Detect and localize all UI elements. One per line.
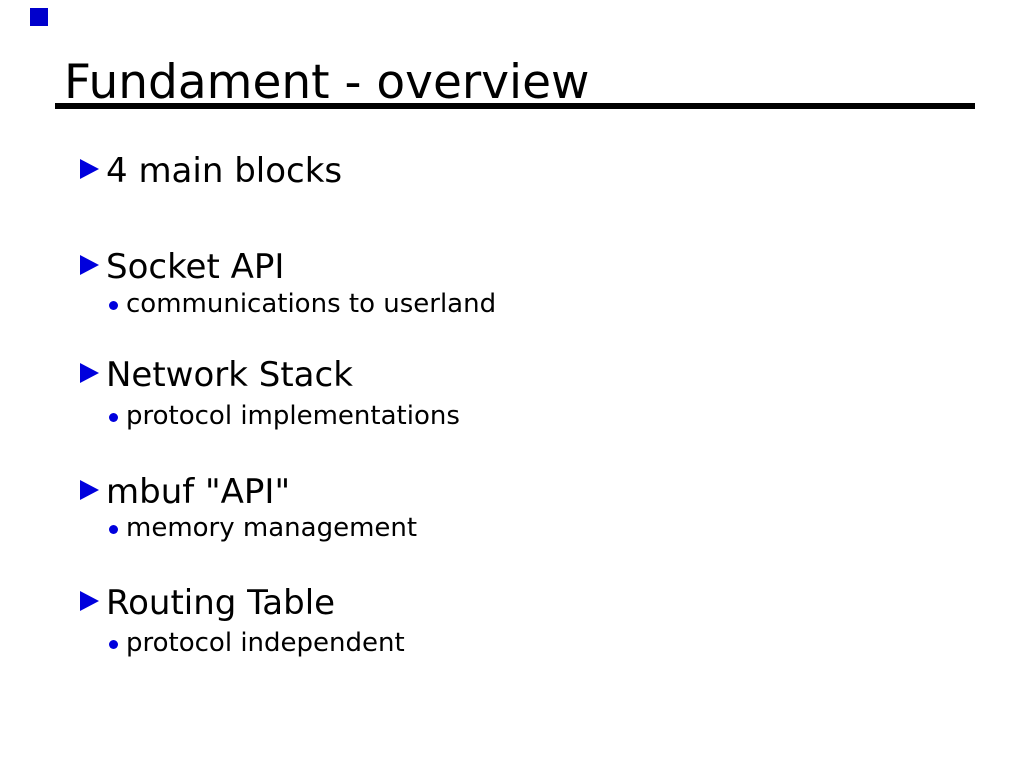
title-underline: [55, 103, 975, 109]
dot-bullet-icon: [109, 413, 118, 422]
bullet-item-label: Routing Table: [106, 583, 336, 623]
bullet-item: mbuf "API": [80, 475, 290, 509]
sub-bullet-item-label: protocol implementations: [126, 401, 460, 431]
triangle-bullet-icon: [80, 255, 99, 275]
triangle-bullet-icon: [80, 159, 99, 179]
dot-bullet-icon: [109, 525, 118, 534]
slide-title: Fundament - overview: [64, 55, 590, 110]
triangle-bullet-icon: [80, 591, 99, 611]
sub-bullet-item-label: communications to userland: [126, 289, 497, 319]
bullet-item: Network Stack: [80, 358, 353, 392]
sub-bullet-item: protocol implementations: [80, 403, 460, 429]
dot-bullet-icon: [109, 640, 118, 649]
page-marker-square: [30, 8, 48, 26]
bullet-item: Routing Table: [80, 586, 335, 620]
triangle-bullet-icon: [80, 363, 99, 383]
sub-bullet-item: communications to userland: [80, 291, 496, 317]
sub-bullet-item: protocol independent: [80, 630, 405, 656]
bullet-item-label: 4 main blocks: [106, 151, 343, 191]
dot-bullet-icon: [109, 301, 118, 310]
sub-bullet-item: memory management: [80, 515, 417, 541]
sub-bullet-item-label: memory management: [126, 513, 418, 543]
sub-bullet-item-label: protocol independent: [126, 628, 405, 658]
bullet-item-label: Socket API: [106, 247, 285, 287]
bullet-item-label: Network Stack: [106, 355, 353, 395]
bullet-item: Socket API: [80, 250, 284, 284]
bullet-item: 4 main blocks: [80, 154, 342, 188]
bullet-item-label: mbuf "API": [106, 472, 291, 512]
triangle-bullet-icon: [80, 480, 99, 500]
